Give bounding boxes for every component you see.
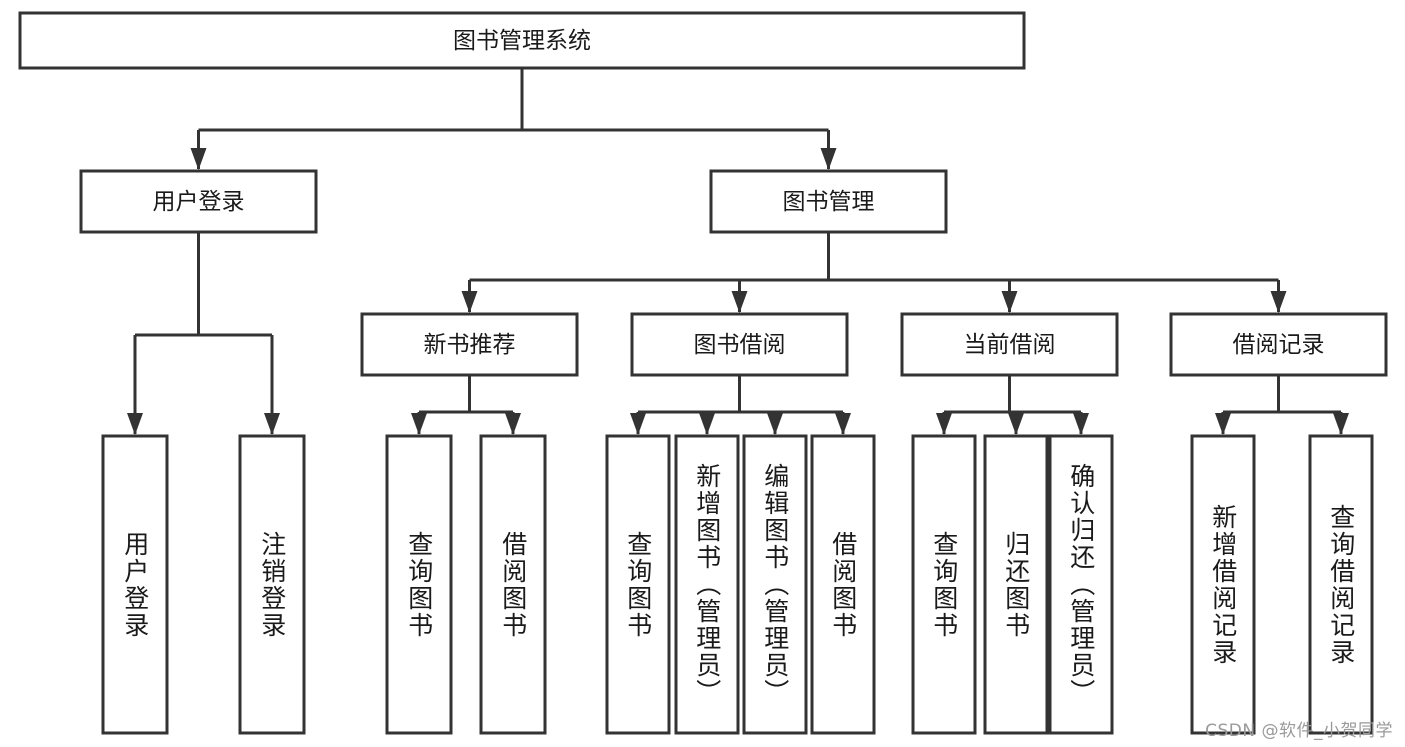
node-book-manage-rect[interactable] xyxy=(709,169,948,234)
node-leaf-return-book-rect[interactable] xyxy=(983,434,1049,735)
node-borrow-record-rect[interactable] xyxy=(1169,312,1388,377)
node-leaf-add-record[interactable] xyxy=(1190,434,1256,735)
node-leaf-return-book[interactable] xyxy=(983,434,1049,735)
node-book-borrow-rect[interactable] xyxy=(630,312,849,377)
arrow-head-level3-1 xyxy=(731,291,748,313)
arrow-head-leaf-confirm-return xyxy=(1073,413,1089,435)
arrow-head-leaf-add-record xyxy=(1215,413,1231,435)
arrow-head-leaf-query-book-2 xyxy=(630,413,646,435)
arrow-head-leaf-add-book xyxy=(699,413,715,435)
node-user-login[interactable] xyxy=(79,169,318,234)
node-leaf-add-book-rect[interactable] xyxy=(674,434,740,735)
node-leaf-query-book-3[interactable] xyxy=(911,434,977,735)
node-new-book-recommend-label: 新书推荐 xyxy=(424,332,516,358)
arrow-head-leaf-return-book xyxy=(1008,413,1024,435)
node-book-manage-label: 图书管理 xyxy=(783,189,875,215)
node-leaf-borrow-book-1[interactable] xyxy=(479,434,547,735)
arrow-head-leaf-borrow-book-2 xyxy=(835,413,851,435)
arrow-head-level2-0 xyxy=(190,148,207,170)
node-root[interactable] xyxy=(18,11,1026,70)
arrow-head-leaf-query-book-1 xyxy=(411,413,427,435)
node-leaf-borrow-book-2[interactable] xyxy=(810,434,876,735)
node-current-borrow-label: 当前借阅 xyxy=(964,332,1056,358)
node-book-manage[interactable] xyxy=(709,169,948,234)
arrow-head-leaf-query-record xyxy=(1333,413,1349,435)
node-borrow-record-label: 借阅记录 xyxy=(1233,332,1325,358)
arrow-head-leaf-borrow-book-1 xyxy=(505,413,521,435)
node-leaf-confirm-return-rect[interactable] xyxy=(1048,434,1114,735)
node-user-login-label: 用户登录 xyxy=(153,189,245,215)
node-leaf-query-record[interactable] xyxy=(1308,434,1374,735)
node-leaf-borrow-book-2-rect[interactable] xyxy=(810,434,876,735)
arrow-head-level3-2 xyxy=(1001,291,1018,313)
node-leaf-query-record-rect[interactable] xyxy=(1308,434,1374,735)
node-leaf-query-book-2-rect[interactable] xyxy=(605,434,671,735)
node-book-borrow[interactable] xyxy=(630,312,849,377)
node-root-label: 图书管理系统 xyxy=(453,28,591,54)
node-leaf-user-login-rect[interactable] xyxy=(101,434,169,735)
node-current-borrow[interactable] xyxy=(900,312,1119,377)
arrow-head-leaf-query-book-3 xyxy=(936,413,952,435)
arrow-head-level3-3 xyxy=(1270,291,1287,313)
arrow-head-level2-1 xyxy=(820,148,837,170)
node-user-login-rect[interactable] xyxy=(79,169,318,234)
node-leaf-query-book-1[interactable] xyxy=(385,434,453,735)
node-leaf-query-book-3-rect[interactable] xyxy=(911,434,977,735)
node-current-borrow-rect[interactable] xyxy=(900,312,1119,377)
node-leaf-query-book-2[interactable] xyxy=(605,434,671,735)
node-leaf-confirm-return[interactable] xyxy=(1048,434,1114,735)
arrow-head-leaf-user-login xyxy=(127,413,143,435)
node-leaf-query-book-1-rect[interactable] xyxy=(385,434,453,735)
arrow-head-level3-0 xyxy=(461,291,478,313)
node-book-borrow-label: 图书借阅 xyxy=(694,332,786,358)
node-new-book-recommend[interactable] xyxy=(360,312,579,377)
watermark-text: CSDN @软件_小贺同学 xyxy=(1205,721,1393,741)
connector-layer xyxy=(127,68,1349,435)
node-leaf-edit-book-rect[interactable] xyxy=(742,434,808,735)
arrow-head-leaf-edit-book xyxy=(767,413,783,435)
node-new-book-recommend-rect[interactable] xyxy=(360,312,579,377)
node-leaf-logout-rect[interactable] xyxy=(238,434,306,735)
node-leaf-add-book[interactable] xyxy=(674,434,740,735)
arrow-head-leaf-logout xyxy=(264,413,280,435)
node-leaf-borrow-book-1-rect[interactable] xyxy=(479,434,547,735)
node-leaf-add-record-rect[interactable] xyxy=(1190,434,1256,735)
node-root-rect[interactable] xyxy=(18,11,1026,70)
node-leaf-user-login[interactable] xyxy=(101,434,169,735)
node-leaf-edit-book[interactable] xyxy=(742,434,808,735)
node-borrow-record[interactable] xyxy=(1169,312,1388,377)
node-leaf-logout[interactable] xyxy=(238,434,306,735)
